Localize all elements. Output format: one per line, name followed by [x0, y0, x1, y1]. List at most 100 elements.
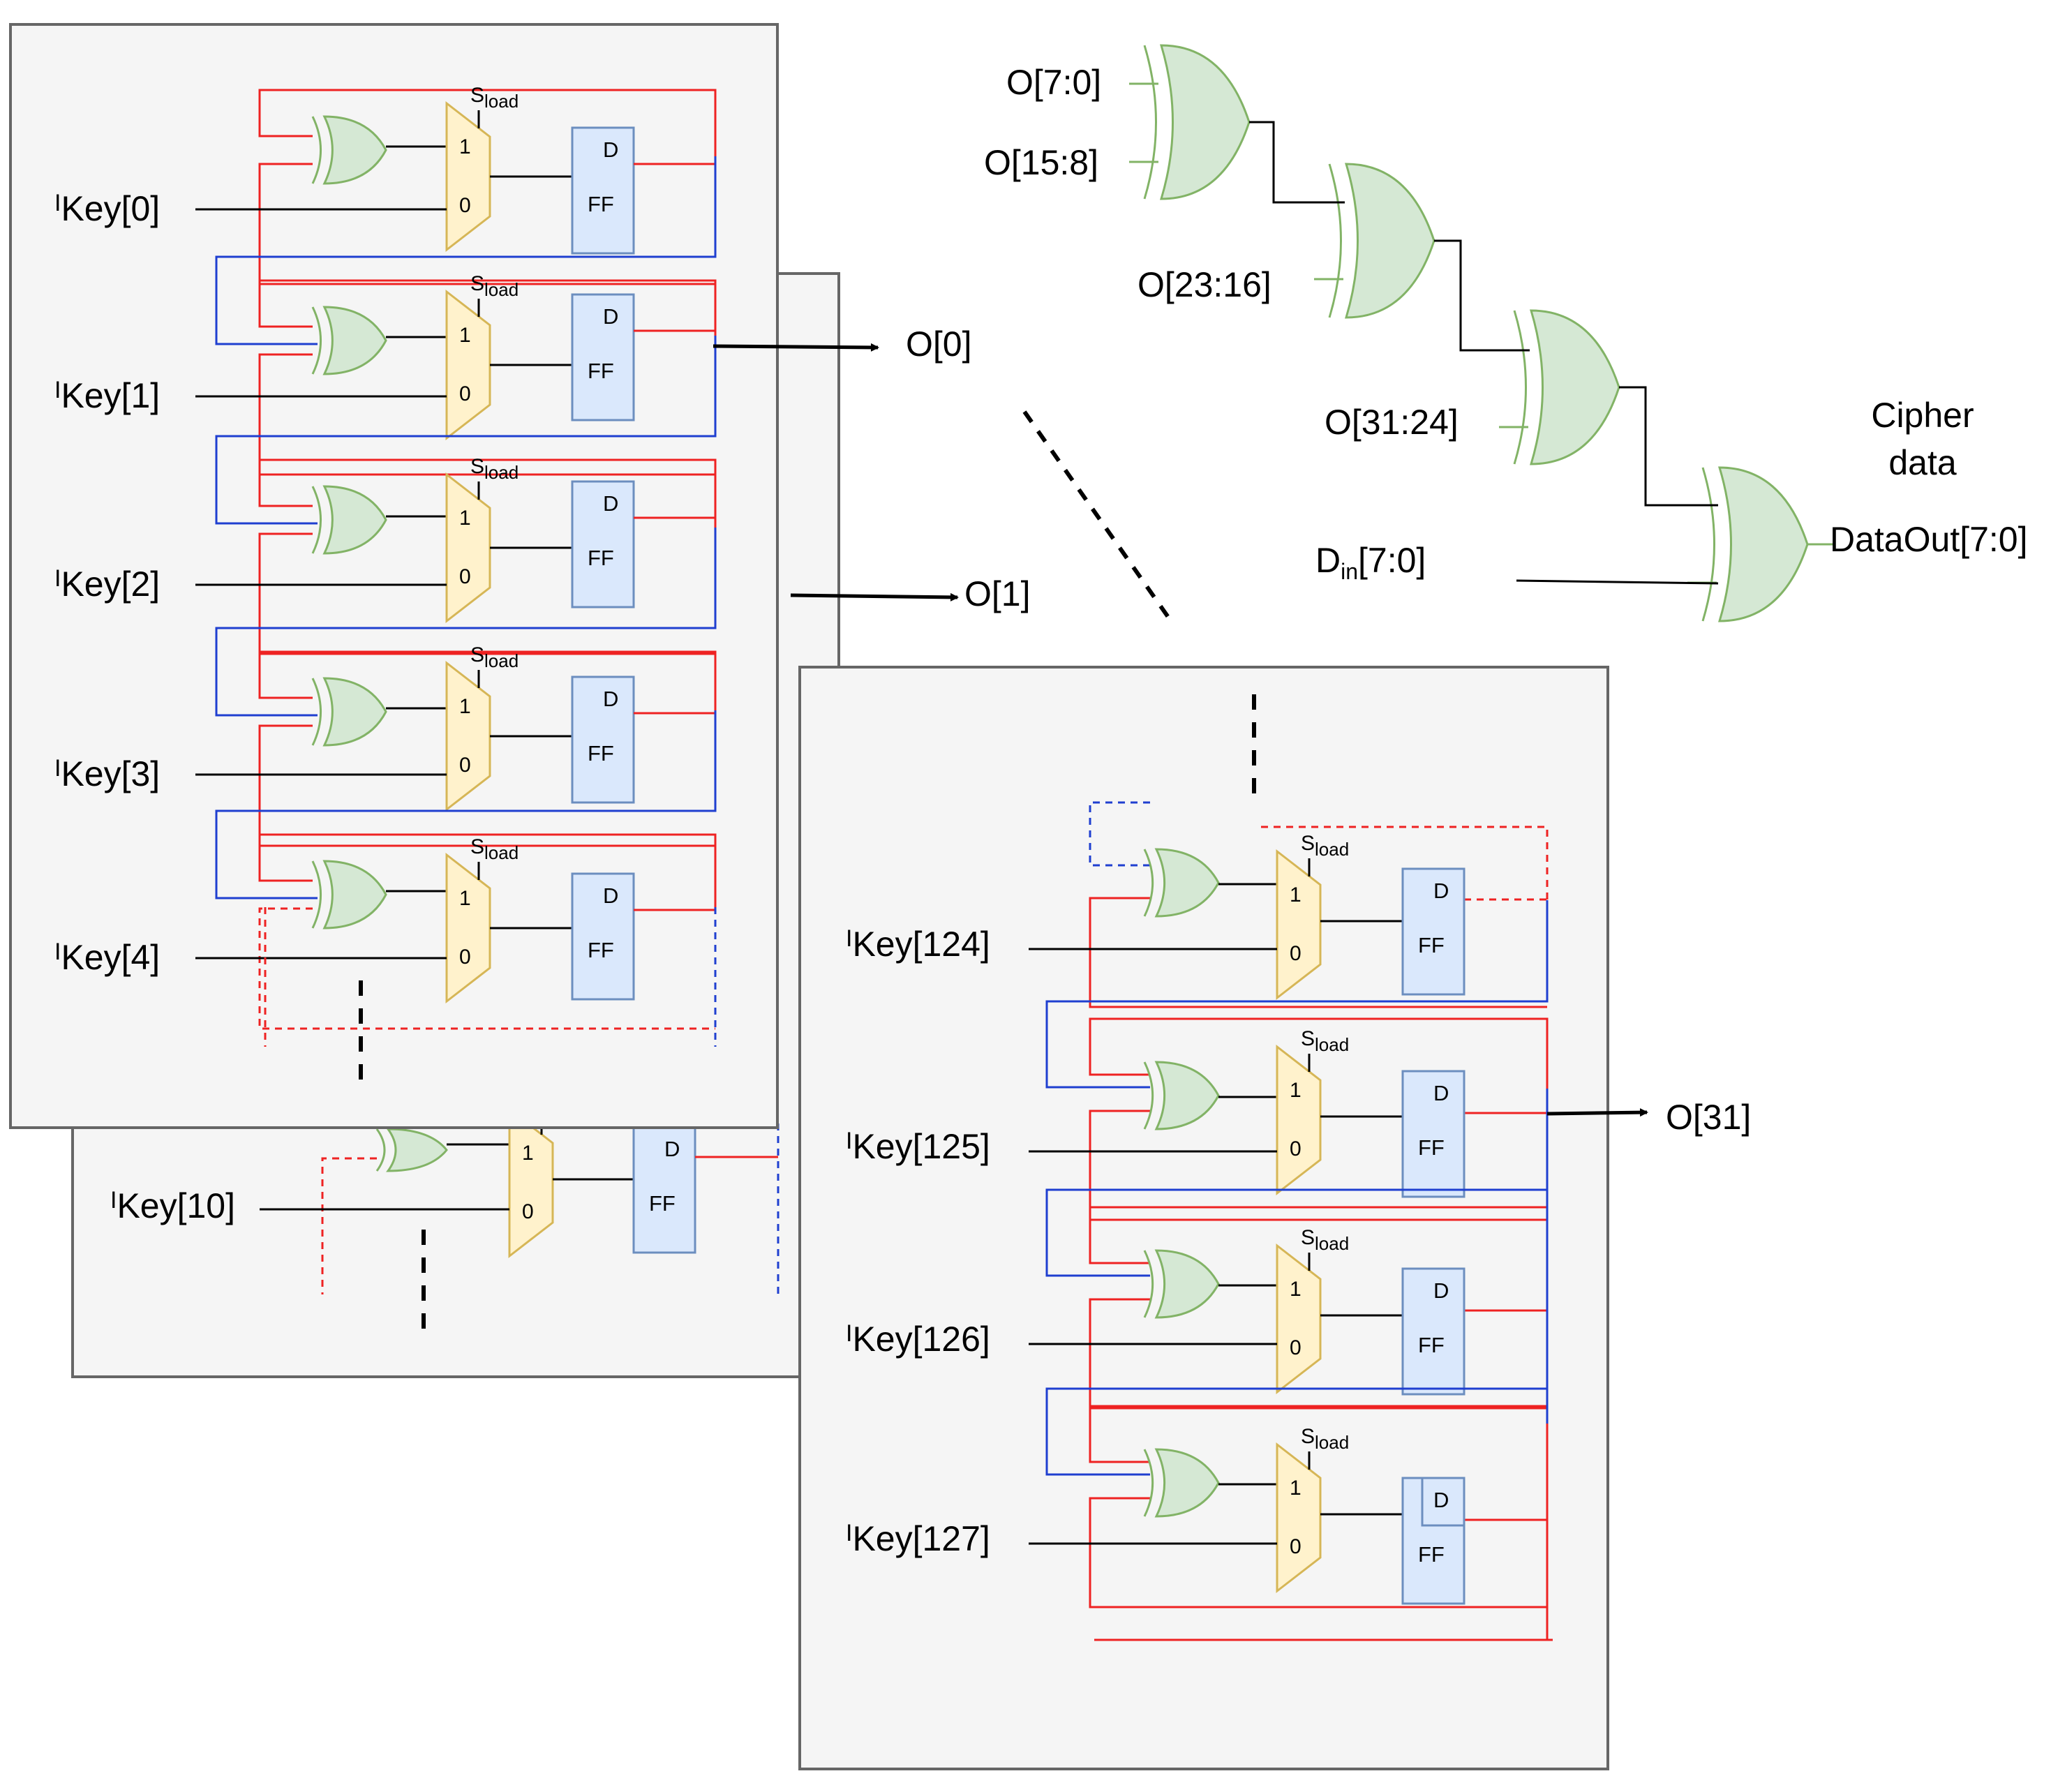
block-c-cell-3-mux-sel-label: Sload [1301, 1425, 1349, 1453]
tree-xor-1 [1344, 163, 1435, 319]
block-c-cell-3-mux-in1-label: 1 [1290, 1477, 1302, 1500]
block-c-cell-3-mux-in0-label: 0 [1290, 1535, 1302, 1558]
block-a-cell-0-mux-in1-label: 1 [459, 135, 471, 158]
block-b-mux [508, 1107, 554, 1259]
ellipsis-diagonal [1022, 410, 1173, 622]
block-a-cell-4-ff [571, 872, 635, 1001]
block-c-cell-1-mux [1276, 1044, 1322, 1196]
block-c-cell-0-blue-entry [1089, 801, 1151, 867]
block-c-cell-1-mux-sel-label: Sload [1301, 1027, 1349, 1055]
block-a-cell-1-ff-ff-label: FF [588, 359, 614, 383]
block-a-cell-0-ff-ff-label: FF [588, 192, 614, 216]
block-c-cell-0-ff-d-label: D [1433, 879, 1449, 903]
block-a-cell-4-mux-in0-label: 0 [459, 946, 471, 969]
block-a-cell-2-red-loop-lower [258, 532, 715, 655]
block-c-cell-3-red-feedback [1089, 1405, 1549, 1502]
block-c-cell-3-mux [1276, 1442, 1322, 1594]
panel-block-c [798, 666, 1609, 1770]
block-a-cell-1-ff-d-label: D [603, 304, 618, 329]
tree-chain-1 [1434, 239, 1530, 352]
block-a-cell-2-ff-d-label: D [603, 491, 618, 516]
block-a-cell-3-mux [445, 660, 491, 812]
block-c-cell-3-ff-ff-label: FF [1418, 1542, 1445, 1567]
tree-xor-2 [1529, 309, 1620, 465]
block-a-cell-2-mux-in0-label: 0 [459, 565, 471, 588]
xor-input-label-1: O[15:8] [984, 143, 1098, 182]
block-c-cell-0-xor-back-arc [1143, 849, 1154, 917]
out1-label: O[1] [964, 574, 1030, 613]
block-c-cell-1-ff-d-label: D [1433, 1081, 1449, 1105]
block-a-cell-2-xor [322, 485, 387, 555]
block-c-cell-1-xor [1154, 1061, 1220, 1130]
tree-xor-1-back-arc [1328, 163, 1342, 318]
block-c-cell-2-xor [1154, 1249, 1220, 1319]
block-a-cell-1-mux-in1-label: 1 [459, 324, 471, 347]
cipher-label-line1: Cipher [1871, 396, 1974, 435]
block-a-cell-3-blue-chain [215, 528, 717, 717]
block-a-cell-1-red-feedback [258, 279, 717, 354]
block-a-cell-4-mux-in1-label: 1 [459, 887, 471, 910]
block-a-cell-1-ff [571, 293, 635, 421]
block-c-cell-3-red-lower [1089, 1497, 1547, 1608]
block-c-cell-1-key-label: IKey[125] [846, 1127, 990, 1166]
block-c-cell-2-mux-sel-label: Sload [1301, 1226, 1349, 1254]
block-a-cell-1-xor [322, 306, 387, 375]
out0-arrow [713, 343, 879, 352]
block-b-ff-ff-label: FF [649, 1191, 676, 1216]
data-out-label: DataOut[7:0] [1830, 520, 2028, 559]
block-a-cell-2-ff [571, 480, 635, 608]
block-c-cell-0-mux-sel-label: Sload [1301, 832, 1349, 860]
block-c-cell-0-ff [1401, 867, 1465, 996]
block-a-cell-4-blue-chain [215, 710, 717, 899]
block-c-cell-0-mux-in1-label: 1 [1290, 883, 1302, 906]
block-a-cell-1-mux-in0-label: 0 [459, 382, 471, 405]
tree-xor-3 [1717, 466, 1809, 622]
block-a-cell-2-mux-in1-label: 1 [459, 507, 471, 530]
block-b-ff-d-label: D [664, 1137, 680, 1161]
block-c-cell-3-ff-d-label: D [1433, 1488, 1449, 1512]
block-a-cell-4-red-feedback [258, 833, 717, 909]
block-c-cell-3-xor-back-arc [1143, 1449, 1154, 1517]
block-a-cell-2-blue-chain [215, 336, 717, 525]
block-c-cell-1-mux-in0-label: 0 [1290, 1137, 1302, 1160]
block-a-cell-0-xor [322, 115, 387, 185]
tree-xor-0-back-arc [1143, 45, 1157, 200]
block-a-cell-2-red-feedback [258, 458, 717, 534]
block-c-cell-0-red-lower [1089, 897, 1547, 1008]
block-a-cell-0-key-label: IKey[0] [54, 189, 160, 228]
out1-arrow [790, 592, 959, 602]
block-a-cell-3-red-loop-lower [258, 724, 715, 847]
block-a-cell-2-key-label: IKey[2] [54, 565, 160, 604]
block-c-cell-0-ff-ff-label: FF [1418, 933, 1445, 957]
block-a-cell-4-mux [445, 852, 491, 1004]
block-b-ff [632, 1126, 696, 1254]
block-c-cell-2-mux-in0-label: 0 [1290, 1336, 1302, 1359]
tree-xor-3-back-arc [1701, 467, 1715, 622]
out31-arrow [1546, 1108, 1648, 1117]
block-a-cell-3-xor-back-arc [311, 678, 322, 746]
block-a-cell-0-red-loop-lower [258, 163, 715, 285]
block-a-cell-4-key-label: IKey[4] [54, 938, 160, 977]
tree-xor-0 [1159, 44, 1251, 200]
block-a-cell-0-ff-d-label: D [603, 137, 618, 162]
block-c-cell-2-key-label: IKey[126] [846, 1320, 990, 1359]
block-b-red-continuation [321, 1157, 377, 1294]
block-b-mux-in1-label: 1 [522, 1142, 534, 1165]
block-a-cell-3-key-label: IKey[3] [54, 754, 160, 793]
block-c-cell-3-ff [1401, 1477, 1465, 1605]
block-c-cell-3-xor [1154, 1448, 1220, 1518]
block-c-cell-1-red-lower [1089, 1110, 1547, 1221]
block-c-cell-0-mux-in0-label: 0 [1290, 942, 1302, 965]
tree-xor-2-back-arc [1513, 310, 1527, 465]
block-a: 10SloadDFFIKey[0]10SloadDFFIKey[1]10Sloa… [54, 84, 717, 1047]
block-a-cell-2-mux [445, 472, 491, 624]
block-a-cell-3-ff-ff-label: FF [588, 741, 614, 766]
block-b-xor-back-arc [375, 1128, 386, 1172]
block-a-cell-3-mux-sel-label: Sload [470, 643, 519, 671]
block-a-cell-0-mux [445, 100, 491, 253]
block-a-cell-0-mux-in0-label: 0 [459, 194, 471, 217]
xor-reduction-tree [1129, 44, 1835, 622]
block-a-cell-1-blue-chain [215, 156, 717, 345]
